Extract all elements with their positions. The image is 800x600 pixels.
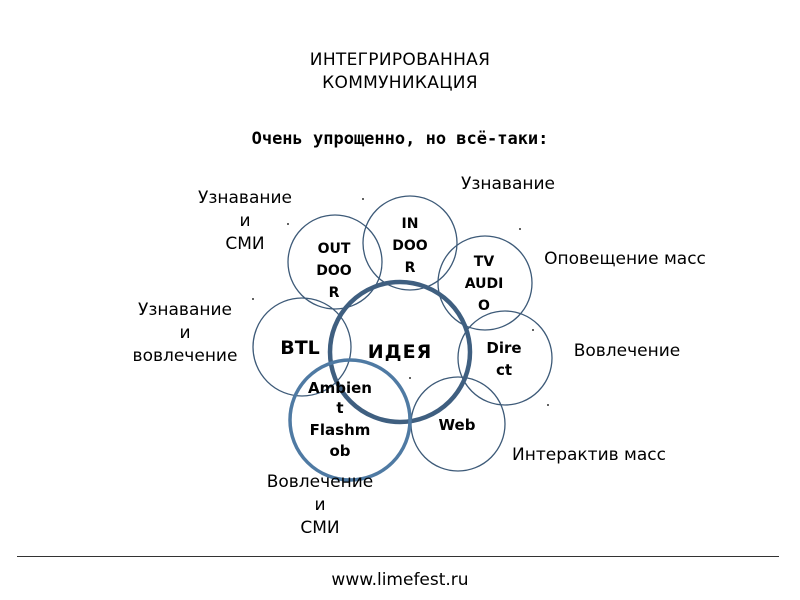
label-recognition-engagement: Узнавание и вовлечение: [120, 299, 250, 368]
label-line: Вовлечение: [573, 341, 681, 361]
tv-audio-circle: [437, 235, 533, 331]
ambient-label-3: Flashm: [310, 421, 371, 439]
indoor-label-3: R: [405, 260, 416, 276]
idea-label: ИДЕЯ: [368, 341, 432, 363]
outdoor-label-1: OUT: [318, 241, 351, 257]
dot: [409, 377, 411, 379]
label-recognition-media-top: Узнавание и СМИ: [195, 187, 295, 256]
footer-url[interactable]: www.limefest.ru: [331, 570, 469, 590]
dot: [252, 298, 254, 300]
label-line: и: [179, 323, 191, 343]
btl-label: BTL: [280, 337, 320, 359]
idea-circle: [327, 279, 473, 425]
indoor-label-1: IN: [402, 216, 419, 232]
ambient-label-1: Ambien: [308, 379, 372, 397]
dot: [519, 228, 521, 230]
outdoor-label-2: DOO: [316, 263, 352, 279]
label-line: Интерактив масс: [512, 445, 666, 465]
tv-audio-label-1: TV: [474, 254, 495, 270]
outdoor-circle: [287, 214, 383, 310]
indoor-label-2: DOO: [392, 238, 428, 254]
label-engagement-media-bottom: Вовлечение и СМИ: [250, 471, 390, 540]
ambient-circle: [288, 358, 412, 482]
dot: [547, 404, 549, 406]
label-mass-interactive: Интерактив масс: [494, 444, 684, 467]
ambient-label-4: ob: [329, 442, 350, 460]
direct-label-2: ct: [496, 361, 512, 379]
label-engagement: Вовлечение: [562, 340, 692, 363]
dot: [532, 329, 534, 331]
title-line-1: ИНТЕГРИРОВАННАЯ: [309, 50, 491, 70]
footer-divider: [17, 556, 779, 557]
tv-audio-label-2: AUDI: [465, 276, 504, 292]
label-line: СМИ: [300, 518, 340, 538]
btl-circle: [252, 297, 352, 397]
outdoor-label-3: R: [329, 285, 340, 301]
label-line: СМИ: [225, 234, 265, 254]
dot: [287, 223, 289, 225]
label-line: Оповещение масс: [544, 249, 706, 269]
label-line: Вовлечение: [266, 472, 374, 492]
subtitle: Очень упрощенно, но всё-таки:: [251, 129, 549, 149]
indoor-circle: [362, 195, 458, 291]
label-line: Узнавание: [461, 174, 555, 194]
direct-label-1: Dire: [486, 339, 521, 357]
label-line: и: [314, 495, 326, 515]
tv-audio-label-3: O: [478, 298, 490, 314]
label-line: Узнавание: [198, 188, 292, 208]
label-line: и: [239, 211, 251, 231]
web-label: Web: [439, 416, 476, 434]
title-line-2: КОММУНИКАЦИЯ: [322, 73, 478, 93]
ambient-label-2: t: [336, 399, 343, 417]
label-line: вовлечение: [132, 346, 238, 366]
direct-circle: [457, 310, 553, 406]
label-recognition: Узнавание: [443, 173, 573, 196]
label-mass-notification: Оповещение масс: [525, 248, 725, 271]
label-line: Узнавание: [138, 300, 232, 320]
dot: [362, 198, 364, 200]
